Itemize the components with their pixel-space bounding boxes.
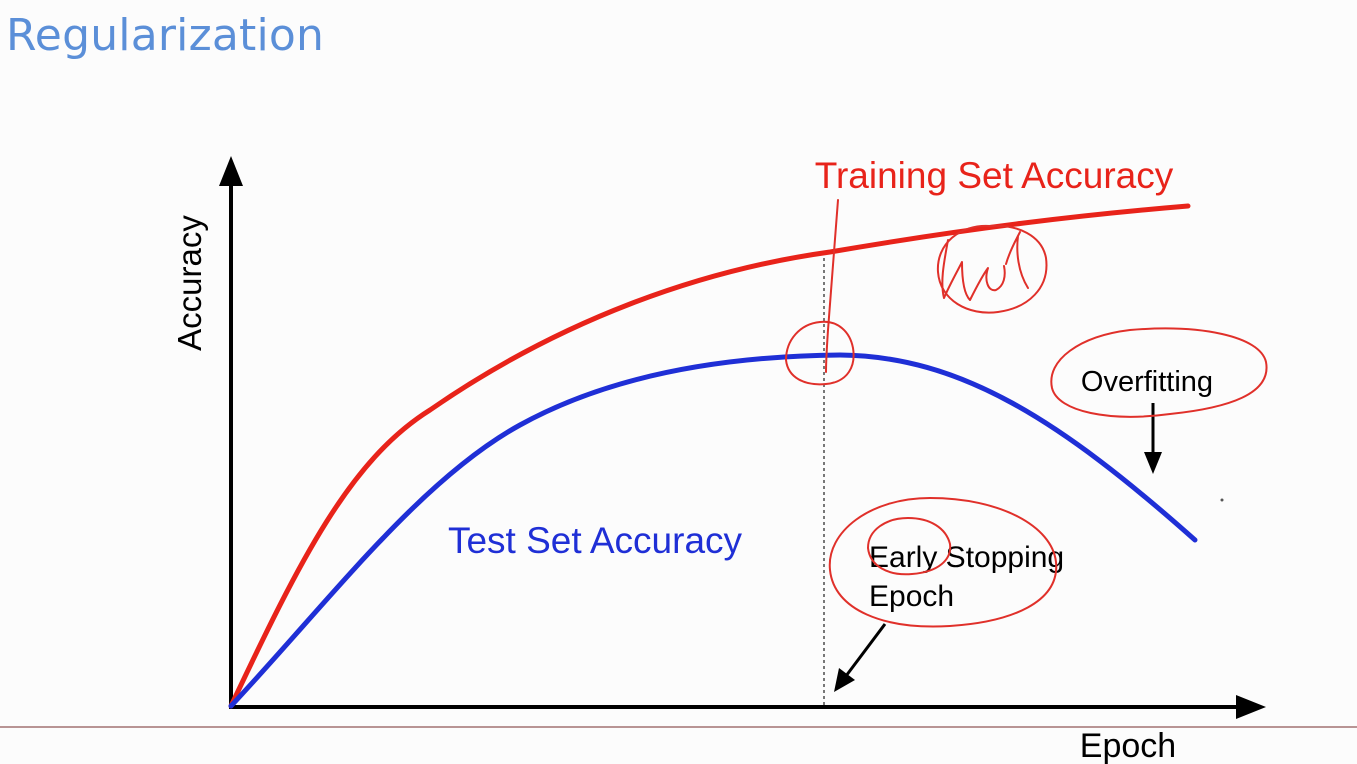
ink-dot: [1220, 498, 1224, 502]
overfitting-arrowhead: [1144, 452, 1162, 474]
y-axis-label: Accuracy: [171, 215, 208, 351]
early-stopping-arrowhead: [834, 668, 855, 692]
ink-vertical-tick: [825, 199, 839, 373]
x-axis-label: Epoch: [1080, 727, 1176, 764]
ink-circle-peak: [785, 320, 855, 386]
ink-val-oval: [936, 224, 1048, 314]
ink-overfitting-oval: [1050, 327, 1268, 418]
ink-early-circle: [867, 517, 952, 576]
y-axis-arrowhead: [219, 156, 243, 186]
test-accuracy-curve: [228, 352, 1198, 709]
ink-early-stopping-oval: [828, 497, 1058, 628]
slide-bottom-rule: [0, 726, 1357, 728]
test-curve-label: Test Set Accuracy: [448, 520, 743, 561]
early-stopping-label-line1: Early Stopping: [869, 541, 1064, 574]
early-stopping-arrow-shaft: [844, 623, 887, 677]
x-axis-arrowhead: [1236, 695, 1266, 719]
training-accuracy-curve: [228, 203, 1191, 709]
overfitting-label: Overfitting: [1081, 366, 1213, 398]
slide-title: Regularization: [6, 10, 325, 61]
training-curve-label: Training Set Accuracy: [815, 155, 1174, 196]
handwritten-annotations: [785, 199, 1268, 628]
ink-val-scribble: [941, 231, 1029, 301]
early-stopping-label-line2: Epoch: [869, 580, 954, 613]
